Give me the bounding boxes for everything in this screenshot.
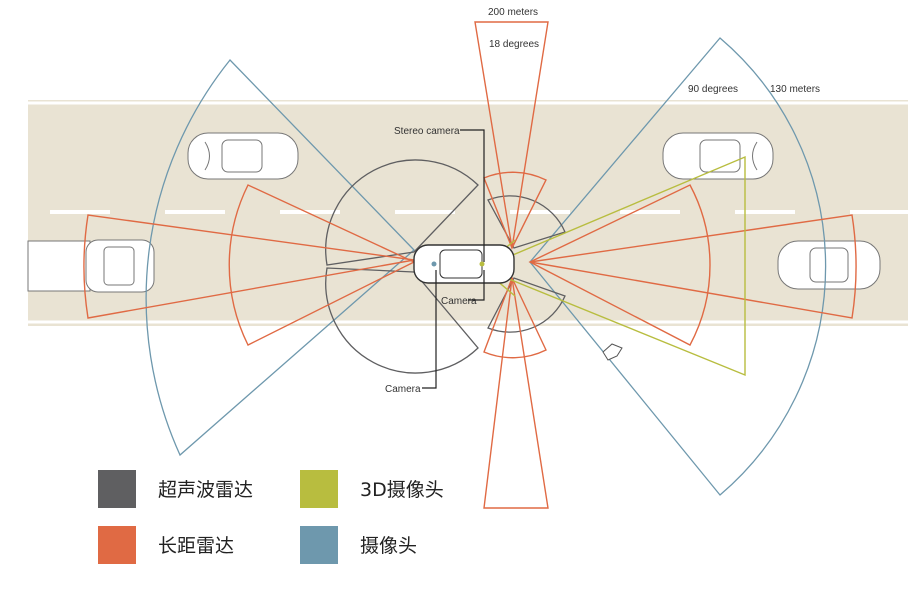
ego-rear-camera-dot <box>431 261 437 267</box>
label-stereo-camera: Stereo camera <box>394 126 460 137</box>
ego-car <box>413 244 515 284</box>
legend-label-long-radar: 长距雷达 <box>158 535 234 557</box>
pedestrian <box>602 343 623 361</box>
legend-swatch-ultrasonic <box>98 470 136 508</box>
label-range-130: 130 meters <box>770 84 820 95</box>
legend-label-3d-camera: 3D摄像头 <box>360 479 444 501</box>
legend-swatch-camera <box>300 526 338 564</box>
label-range-200: 200 meters <box>488 7 538 18</box>
car-right <box>777 240 881 290</box>
legend: 超声波雷达 长距雷达 3D摄像头 摄像头 <box>98 470 444 564</box>
camera-coverage <box>145 37 827 496</box>
legend-swatch-3d-camera <box>300 470 338 508</box>
ego-camera-dot <box>479 261 485 267</box>
car-top-right <box>662 132 774 180</box>
label-camera-bottom: Camera <box>385 384 421 395</box>
legend-swatch-long-radar <box>98 526 136 564</box>
label-camera-front: Camera <box>441 296 477 307</box>
label-angle-90: 90 degrees <box>688 84 738 95</box>
long-radar-coverage <box>83 21 857 509</box>
ultrasonic-coverage <box>325 159 566 374</box>
callout-lines <box>422 129 485 389</box>
legend-label-ultrasonic: 超声波雷达 <box>158 479 253 501</box>
legend-label-camera: 摄像头 <box>360 535 417 557</box>
label-angle-18: 18 degrees <box>489 39 539 50</box>
car-top-left <box>187 132 299 180</box>
truck-left <box>27 239 155 293</box>
